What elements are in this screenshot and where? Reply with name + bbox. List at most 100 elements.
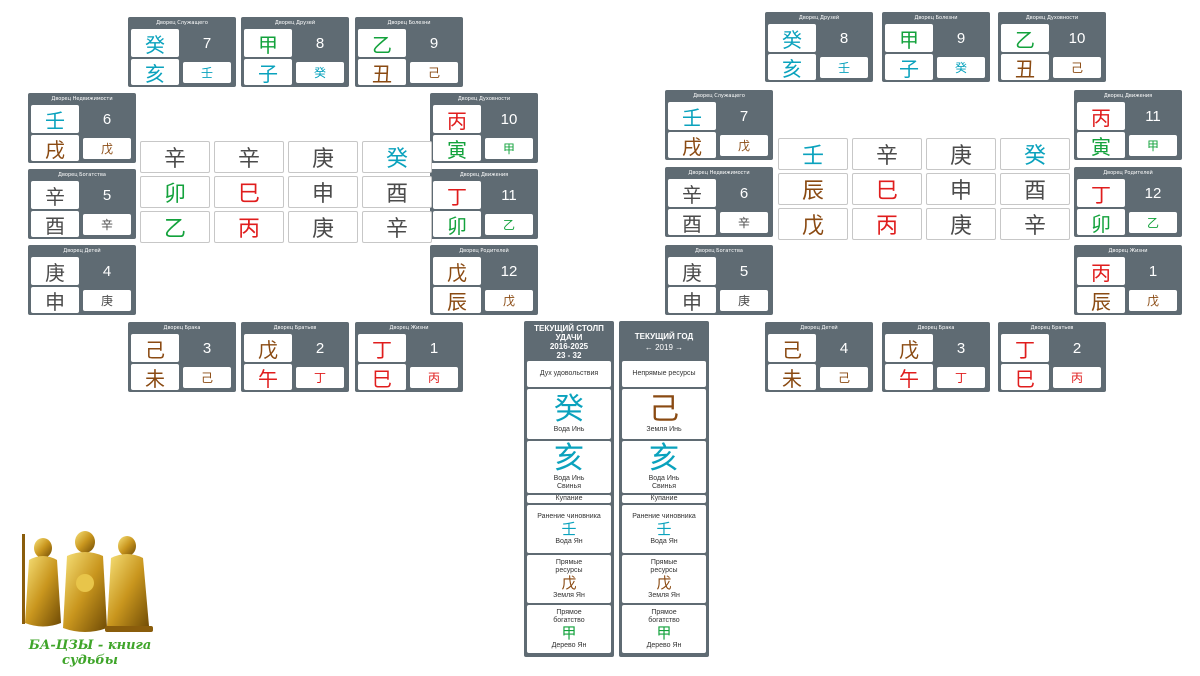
heavenly-stem: 丁 (433, 181, 481, 209)
year-nav[interactable]: ← 2019 → (644, 343, 684, 352)
palace-title: Дворец Детей (800, 325, 838, 331)
earthly-branch: 丑 (1001, 54, 1049, 81)
palace-number: 3 (956, 339, 966, 357)
hidden-stem: 丙 (410, 367, 458, 388)
palace-number: 12 (1144, 184, 1162, 202)
heavenly-stem: 丙 (433, 105, 481, 133)
palace-card[interactable]: Дворец Движения 丁 11 卯 乙 (430, 169, 538, 239)
palace-number: 2 (1072, 339, 1082, 357)
heavenly-stem: 壬 (668, 102, 716, 130)
hidden-stem: 乙 (1129, 212, 1177, 233)
palace-title: Дворец Движения (459, 172, 509, 178)
palace-title: Дворец Духовности (1025, 15, 1079, 21)
earthly-branch: 辰 (1077, 287, 1125, 314)
hidden-stem: 乙 (485, 214, 533, 235)
logo-text: БА-ЦЗЫ - книга судьбы (28, 638, 152, 668)
palace-number: 3 (202, 339, 212, 357)
palace-title: Дворец Брака (163, 325, 201, 331)
palace-card[interactable]: Дворец Жизни 丁 1 巳 丙 (355, 322, 463, 392)
palace-card[interactable]: Дворец Богатства 庚 5 申 庚 (665, 245, 773, 315)
palace-card[interactable]: Дворец Духовности 乙 10 丑 己 (998, 12, 1106, 82)
palace-card[interactable]: Дворец Болезни 甲 9 子 癸 (882, 12, 990, 82)
branch-char: 亥 (649, 441, 679, 476)
palace-card[interactable]: Дворец Служащего 壬 7 戌 戊 (665, 90, 773, 160)
palace-card[interactable]: Дворец Служащего 癸 7 亥 壬 (128, 17, 236, 87)
pillar-cell: 丙 (214, 211, 284, 243)
branch-element: Вода Инь (553, 475, 585, 482)
heavenly-stem: 戊 (244, 334, 292, 362)
hidden-stem: 戊 (720, 135, 768, 156)
hidden-stem: 辛 (83, 214, 131, 235)
palace-title: Дворец Друзей (274, 20, 316, 26)
palace-card[interactable]: Дворец Богатства 辛 5 酉 辛 (28, 169, 136, 239)
hidden-element: Дерево Ян (551, 641, 587, 649)
heavenly-stem: 戊 (885, 334, 933, 362)
earthly-branch: 未 (768, 364, 816, 391)
ten-god-spirit: Непрямые ресурсы (622, 361, 706, 387)
hidden-char: 壬 (656, 519, 672, 538)
life-stage: Купание (527, 495, 611, 503)
heavenly-stem: 丁 (358, 334, 406, 362)
palace-card[interactable]: Дворец Недвижимости 辛 6 酉 辛 (665, 167, 773, 237)
palace-number: 9 (429, 34, 439, 52)
palace-card[interactable]: Дворец Брака 己 3 未 己 (128, 322, 236, 392)
heavenly-stem: 甲 (244, 29, 292, 57)
palace-card[interactable]: Дворец Родителей 戊 12 辰 戊 (430, 245, 538, 315)
hidden-element: Вода Ян (650, 537, 678, 545)
palace-number: 8 (315, 34, 325, 52)
palace-card[interactable]: Дворец Жизни 丙 1 辰 戊 (1074, 245, 1182, 315)
hidden-element: Земля Ян (648, 591, 680, 599)
earthly-branch: 子 (244, 59, 292, 86)
earthly-branch: 寅 (433, 135, 481, 162)
palace-card[interactable]: Дворец Детей 己 4 未 己 (765, 322, 873, 392)
heavenly-stem: 己 (768, 334, 816, 362)
palace-card[interactable]: Дворец Родителей 丁 12 卯 乙 (1074, 167, 1182, 237)
palace-card[interactable]: Дворец Друзей 甲 8 子 癸 (241, 17, 349, 87)
palace-card[interactable]: Дворец Братьев 丁 2 巳 丙 (998, 322, 1106, 392)
palace-title: Дворец Братьев (273, 325, 317, 331)
hidden-char: 戊 (656, 573, 672, 592)
palace-card[interactable]: Дворец Друзей 癸 8 亥 壬 (765, 12, 873, 82)
earthly-branch: 未 (131, 364, 179, 391)
hidden-char: 甲 (656, 623, 672, 642)
hidden-label: Прямые ресурсы (650, 558, 678, 574)
palace-number: 10 (500, 110, 518, 128)
earthly-branch: 亥 (131, 59, 179, 86)
pillar-cell: 庚 (288, 211, 358, 243)
palace-card[interactable]: Дворец Брака 戊 3 午 丁 (882, 322, 990, 392)
palace-card[interactable]: Дворец Детей 庚 4 申 庚 (28, 245, 136, 315)
earthly-branch: 巳 (358, 364, 406, 391)
stem-cell: 己 Земля Инь (622, 389, 706, 439)
hidden-stem: 己 (1053, 57, 1101, 78)
stem-char: 己 (649, 392, 679, 427)
three-star-gods-figurine-icon (22, 531, 153, 632)
palace-title: Дворец Родителей (1103, 170, 1153, 176)
pillar-cell: 戊 (778, 208, 848, 240)
hidden-stem-cell: Ранение чиновника 壬 Вода Ян (527, 505, 611, 553)
pillar-cell: 丙 (852, 208, 922, 240)
pillar-cell: 辛 (1000, 208, 1070, 240)
earthly-branch: 寅 (1077, 132, 1125, 159)
earthly-branch: 酉 (31, 211, 79, 238)
earthly-branch: 辰 (433, 287, 481, 314)
palace-number: 8 (839, 29, 849, 47)
earthly-branch: 卯 (433, 211, 481, 238)
pillar-cell: 癸 (362, 141, 432, 173)
palace-card[interactable]: Дворец Движения 丙 11 寅 甲 (1074, 90, 1182, 160)
palace-card[interactable]: Дворец Болезни 乙 9 丑 己 (355, 17, 463, 87)
palace-card[interactable]: Дворец Братьев 戊 2 午 丁 (241, 322, 349, 392)
palace-title: Дворец Служащего (693, 93, 745, 99)
hidden-stem: 己 (410, 62, 458, 83)
earthly-branch: 午 (244, 364, 292, 391)
hidden-stem: 壬 (820, 57, 868, 78)
earthly-branch: 卯 (1077, 209, 1125, 236)
palace-title: Дворец Болезни (387, 20, 431, 26)
palace-title: Дворец Родителей (459, 248, 509, 254)
palace-card[interactable]: Дворец Духовности 丙 10 寅 甲 (430, 93, 538, 163)
palace-number: 11 (1145, 107, 1161, 125)
palace-card[interactable]: Дворец Недвижимости 壬 6 戌 戊 (28, 93, 136, 163)
pillar-cell: 辛 (140, 141, 210, 173)
palace-number: 6 (102, 110, 112, 128)
pillar-cell: 卯 (140, 176, 210, 208)
pillar-cell: 辛 (362, 211, 432, 243)
